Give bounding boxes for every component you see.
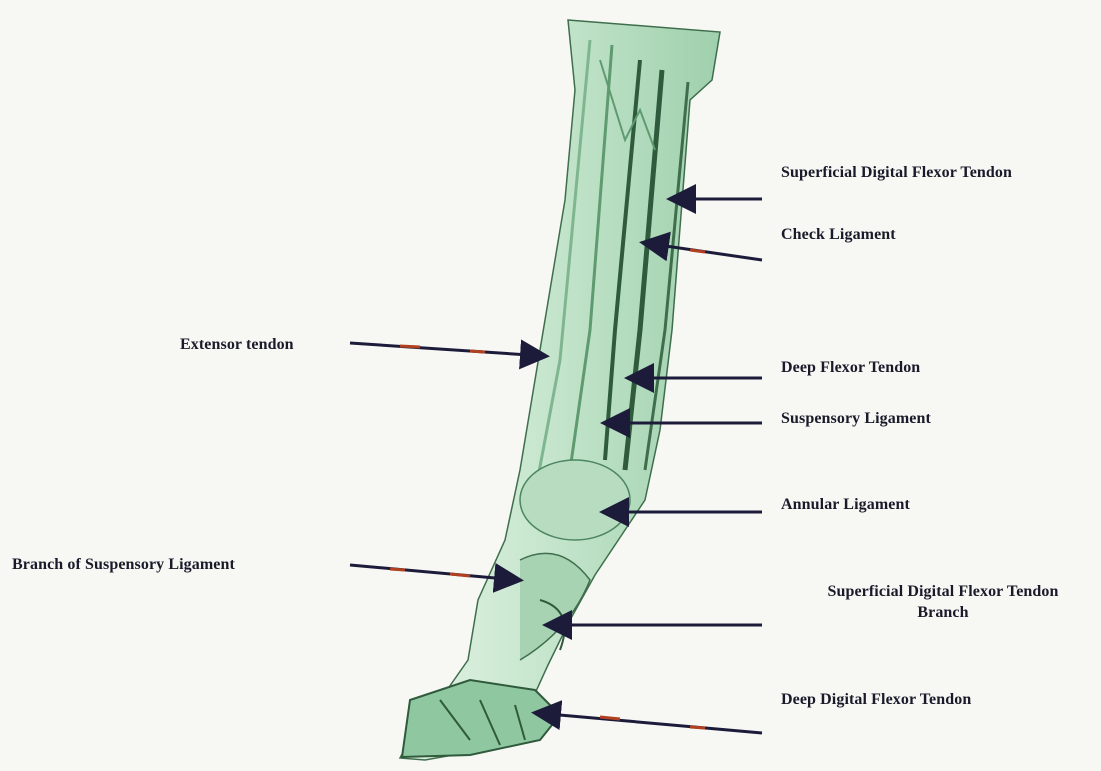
- arrow-accent: [470, 351, 485, 352]
- label-superficial-flexor: Superficial Digital Flexor Tendon: [781, 164, 1012, 182]
- arrow-accent: [690, 250, 705, 252]
- label-branch-suspensory: Branch of Suspensory Ligament: [12, 556, 235, 574]
- arrow-accent: [690, 727, 705, 728]
- label-check-ligament: Check Ligament: [781, 226, 896, 244]
- label-extensor-tendon: Extensor tendon: [180, 336, 294, 354]
- horse-leg-illustration: [400, 20, 720, 760]
- label-suspensory-ligament: Suspensory Ligament: [781, 410, 931, 428]
- hoof: [402, 680, 560, 757]
- label-sdft-branch-line2: Branch: [788, 602, 1098, 623]
- arrow-accent: [400, 346, 420, 347]
- label-deep-flexor-tendon: Deep Flexor Tendon: [781, 359, 920, 377]
- arrow-accent: [600, 717, 620, 719]
- fetlock-joint: [520, 460, 630, 540]
- label-annular-ligament: Annular Ligament: [781, 496, 910, 514]
- arrow-accent: [450, 574, 470, 576]
- arrow-deep-digital-flexor: [537, 713, 762, 733]
- arrow-extensor: [350, 343, 544, 356]
- label-sdft-branch-line1: Superficial Digital Flexor Tendon: [788, 581, 1098, 602]
- arrow-accent: [390, 569, 405, 570]
- label-sdft-branch: Superficial Digital Flexor Tendon Branch: [788, 581, 1098, 623]
- label-deep-digital-flexor: Deep Digital Flexor Tendon: [781, 691, 971, 709]
